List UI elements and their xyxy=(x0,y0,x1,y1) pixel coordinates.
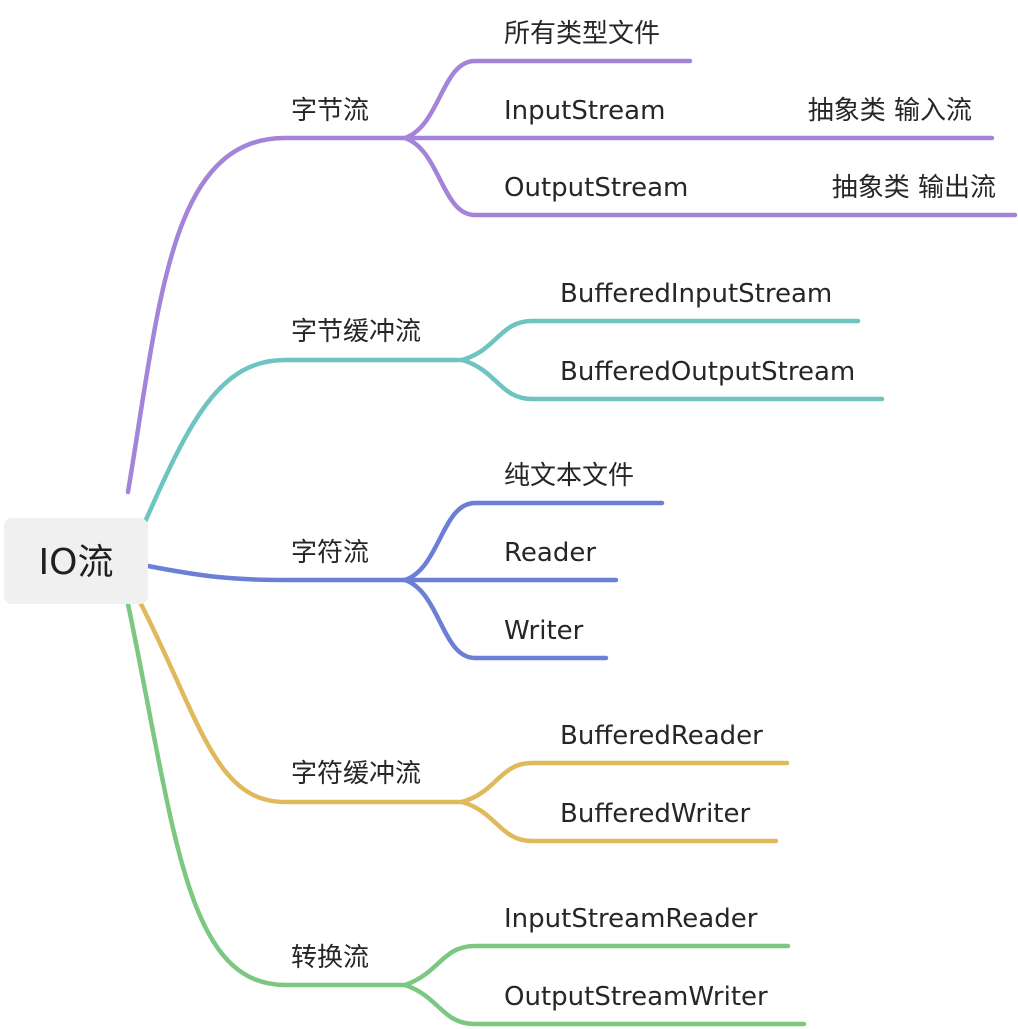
edge-branch-3-leaf-1 xyxy=(402,500,665,583)
edge-branch-5-leaf-2 xyxy=(402,982,807,1027)
edges xyxy=(125,58,1018,1027)
root-label: IO流 xyxy=(39,542,114,583)
edge-branch-2-leaf-2 xyxy=(459,357,885,402)
leaf-label-1-3: OutputStream xyxy=(504,173,688,203)
leaf-label-3-1: 纯文本文件 xyxy=(504,461,634,491)
branch-label-2: 字节缓冲流 xyxy=(291,317,421,347)
leaf-label-3-2: Reader xyxy=(504,538,596,568)
leaf-label-4-2: BufferedWriter xyxy=(560,799,750,829)
edge-branch-3-leaf-3 xyxy=(402,577,609,661)
edge-branch-5-leaf-1 xyxy=(402,943,791,988)
branch-label-4: 字符缓冲流 xyxy=(291,759,421,789)
edge-branch-4-leaf-2 xyxy=(459,799,779,844)
edge-root-branch-3 xyxy=(145,563,408,583)
leaf-labels: 所有类型文件 InputStream 抽象类 输入流 OutputStream … xyxy=(504,19,996,1012)
edge-root-branch-2 xyxy=(142,357,465,525)
leaf-note-1-3: 抽象类 输出流 xyxy=(832,173,996,203)
edge-branch-2-leaf-1 xyxy=(459,318,861,363)
leaf-label-5-1: InputStreamReader xyxy=(504,904,758,934)
edge-branch-1-leaf-1 xyxy=(402,58,693,141)
branch-label-5: 转换流 xyxy=(291,943,369,973)
leaf-label-2-2: BufferedOutputStream xyxy=(560,357,855,387)
leaf-label-2-1: BufferedInputStream xyxy=(560,279,832,309)
leaf-label-1-1: 所有类型文件 xyxy=(504,19,660,49)
edge-root-branch-5 xyxy=(125,601,408,988)
leaf-note-1-2: 抽象类 输入流 xyxy=(808,96,972,126)
branch-labels: 字节流 字节缓冲流 字符流 字符缓冲流 转换流 xyxy=(291,96,421,973)
leaf-label-1-2: InputStream xyxy=(504,96,665,126)
edge-branch-1-leaf-3 xyxy=(402,135,1018,218)
root-box xyxy=(4,518,148,604)
branch-label-3: 字符流 xyxy=(291,538,369,568)
leaf-label-3-3: Writer xyxy=(504,616,584,646)
leaf-label-5-2: OutputStreamWriter xyxy=(504,982,768,1012)
edge-root-branch-4 xyxy=(137,599,465,805)
edge-branch-4-leaf-1 xyxy=(459,760,790,805)
edge-root-branch-1 xyxy=(125,135,408,495)
branch-label-1: 字节流 xyxy=(291,96,369,126)
leaf-label-4-1: BufferedReader xyxy=(560,721,763,751)
root-node: IO流 xyxy=(4,518,148,604)
